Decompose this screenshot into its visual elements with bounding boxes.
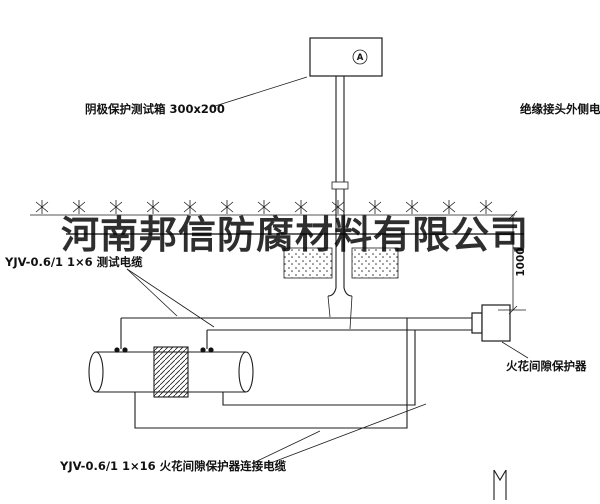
ground-symbol-icon [220, 199, 234, 215]
spark-gap-neck [471, 312, 483, 334]
test-box [309, 37, 383, 77]
label-spark-gap-cable: YJV-0.6/1 1×16 火花间隙保护器连接电缆 [59, 459, 287, 473]
cable-terminal-dot [122, 347, 128, 353]
label-test-cable: YJV-0.6/1 1×6 测试电缆 [4, 255, 143, 269]
break-symbol-notch [493, 469, 507, 482]
ground-line-group [30, 199, 515, 216]
test-box-group: A [309, 37, 383, 77]
label-outer-cable: 绝缘接头外侧电缆 [520, 102, 600, 116]
spark-cable-leader-1 [252, 430, 321, 464]
spark-gap-cable-inner [222, 330, 416, 406]
test-box-leader [211, 76, 308, 108]
pipe-group [88, 346, 254, 398]
ground-symbol-icon [368, 199, 382, 215]
spark-gap-cable-outer [134, 318, 408, 429]
meter-circle-icon [352, 49, 368, 65]
ground-symbol-icon [294, 199, 308, 215]
label-spark-gap: 火花间隙保护器 [506, 359, 587, 373]
conduit-group [327, 76, 353, 297]
ground-symbol-icon [183, 199, 197, 215]
test-cable-leader-2 [126, 268, 215, 328]
cable-terminal-dot [114, 347, 120, 353]
pipe-break-symbol [493, 469, 507, 500]
ground-symbol-icon [405, 199, 419, 215]
ground-symbol-icon [442, 199, 456, 215]
spark-gap-leader [501, 341, 529, 359]
dimension-tick-top [508, 210, 518, 220]
spark-gap-body [481, 304, 511, 342]
ground-symbol-icon [35, 199, 49, 215]
leader-lines-group [126, 76, 529, 465]
dimension-text: 1000 [515, 247, 527, 276]
meter-letter: A [357, 53, 364, 63]
cable-group [120, 295, 472, 429]
ground-symbol-icon [257, 199, 271, 215]
concrete-blocks-group [283, 247, 399, 279]
cable-terminal-dot [208, 347, 214, 353]
ground-symbol-icon [72, 199, 86, 215]
ground-symbol-icon [479, 199, 493, 215]
cable-hook-left [327, 287, 337, 297]
concrete-block-left [283, 247, 333, 279]
conduit-cable-left [327, 295, 331, 318]
spark-gap-device-group [471, 304, 511, 342]
pipe-right-cap [238, 351, 254, 393]
spark-cable-leader-2 [267, 403, 427, 465]
ground-symbol-icon [109, 199, 123, 215]
concrete-block-right [351, 247, 399, 279]
cable-terminal-dot [200, 347, 206, 353]
ground-symbol-icon [146, 199, 160, 215]
insulating-joint [153, 346, 189, 398]
cable-hook-right [343, 287, 353, 297]
label-test-box: 阴极保护测试箱 300x200 [85, 102, 225, 116]
pipe-left-cap [88, 351, 104, 393]
test-cable-leader-1 [126, 268, 178, 317]
watermark-text: 河南邦信防腐材料有限公司 [61, 213, 529, 257]
conduit-cable-right [349, 295, 353, 330]
conduit-coupling [331, 181, 349, 190]
ground-symbol-icon [331, 199, 345, 215]
dimension-group: 1000 [498, 210, 527, 315]
